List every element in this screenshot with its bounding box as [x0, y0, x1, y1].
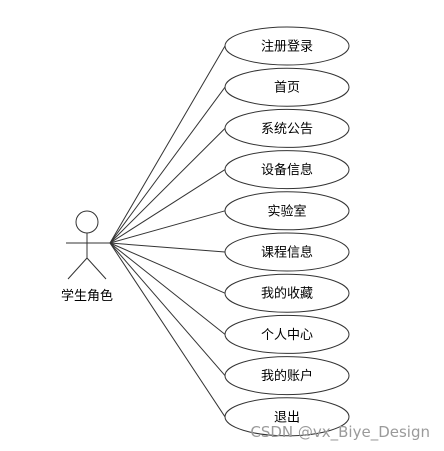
actor-head	[75, 210, 99, 234]
student-actor: 学生角色	[61, 210, 113, 304]
use-case-label: 注册登录	[261, 40, 313, 55]
use-case-ellipse	[224, 397, 350, 437]
actor-right-leg	[86, 257, 107, 280]
association-line	[109, 169, 226, 244]
association-line	[109, 242, 226, 253]
use-case-ellipse	[224, 108, 350, 148]
use-case: 退出	[224, 397, 350, 437]
association-line	[109, 242, 226, 294]
association-line	[109, 45, 226, 244]
use-case-ellipse	[224, 232, 350, 272]
use-case-ellipse	[224, 273, 350, 313]
watermark: CSDN @vx_Biye_Design	[250, 423, 430, 442]
use-case: 个人中心	[224, 314, 350, 354]
use-case-label: 我的账户	[261, 368, 313, 384]
use-case-label: 我的收藏	[261, 286, 313, 302]
association-line	[109, 242, 226, 418]
actor-left-leg	[67, 257, 88, 280]
use-case-label: 系统公告	[261, 122, 313, 137]
use-case-ellipse	[224, 191, 350, 231]
use-case: 我的账户	[224, 356, 350, 396]
use-case: 注册登录	[224, 26, 350, 66]
association-line	[109, 242, 226, 376]
use-case: 首页	[224, 67, 350, 107]
use-case-label: 课程信息	[261, 245, 313, 261]
association-line	[109, 86, 226, 244]
association-lines	[109, 45, 226, 418]
use-case-ellipse	[224, 150, 350, 190]
use-case-label: 个人中心	[261, 328, 313, 343]
use-case: 系统公告	[224, 108, 350, 148]
use-case-label: 退出	[274, 410, 300, 425]
use-case-ellipse	[224, 26, 350, 66]
use-case-label: 实验室	[267, 203, 306, 219]
use-case: 实验室	[224, 191, 350, 231]
actor-label: 学生角色	[61, 288, 113, 304]
use-case-label: 首页	[274, 81, 300, 96]
use-case-ellipse	[224, 67, 350, 107]
use-case: 课程信息	[224, 232, 350, 272]
use-case: 设备信息	[224, 150, 350, 190]
use-case-label: 设备信息	[261, 162, 313, 178]
association-line	[109, 242, 226, 335]
use-case-ellipse	[224, 356, 350, 396]
use-case: 我的收藏	[224, 273, 350, 313]
association-line	[109, 128, 226, 244]
association-line	[109, 210, 226, 244]
use-case-ellipse	[224, 314, 350, 354]
